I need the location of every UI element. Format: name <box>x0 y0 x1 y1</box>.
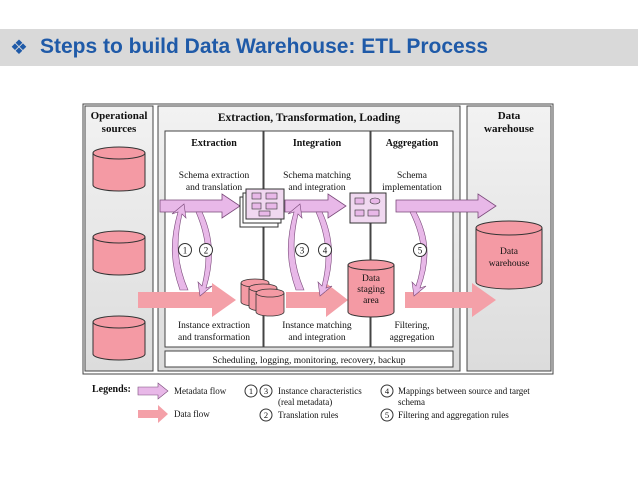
scheduling-bar-text: Scheduling, logging, monitoring, recover… <box>212 356 405 366</box>
svg-text:1: 1 <box>249 386 253 396</box>
aggregation-top-text-1: Schema <box>397 171 428 181</box>
integration-bottom-text-2: and integration <box>288 333 345 343</box>
data-staging-area-database <box>347 259 395 318</box>
data-flow-arrow-3 <box>405 283 496 317</box>
diagram-frame <box>82 103 554 375</box>
aggregation-bottom-text-1: Filtering, <box>394 321 429 331</box>
integration-title: Integration <box>293 138 342 149</box>
staging-area-label-2: staging <box>357 285 385 295</box>
source-database-3 <box>92 315 146 361</box>
svg-text:3: 3 <box>264 386 268 396</box>
extracted-data-files-icon <box>240 278 285 317</box>
svg-text:3: 3 <box>300 246 305 256</box>
extraction-top-text-1: Schema extraction <box>179 171 250 181</box>
circle-number-5: 5 <box>413 243 427 257</box>
staging-area-label-1: Data <box>362 274 381 284</box>
svg-text:5: 5 <box>385 410 389 420</box>
etl-panel-title: Extraction, Transformation, Loading <box>218 112 401 124</box>
slide-title: Steps to build Data Warehouse: ETL Proce… <box>40 35 489 58</box>
svg-text:2: 2 <box>204 246 209 256</box>
legend-instance-characteristics-1: Instance characteristics <box>278 386 362 396</box>
integrated-schema-icon <box>349 192 387 224</box>
data-warehouse-database <box>475 220 543 290</box>
staging-area-label-3: area <box>363 296 380 306</box>
extraction-title: Extraction <box>191 138 237 149</box>
legend-circle-5: 5 <box>380 408 394 422</box>
legend-mappings-1: Mappings between source and target <box>398 386 530 396</box>
data-flow-arrow-2 <box>286 283 348 317</box>
svg-text:1: 1 <box>183 246 188 256</box>
legend-translation-rules: Translation rules <box>278 410 339 420</box>
data-warehouse-header-1: Data <box>498 110 521 122</box>
aggregation-top-text-2: implementation <box>382 183 442 193</box>
four-diamond-bullet-icon: ❖ <box>10 35 28 59</box>
data-warehouse-db-label-2: warehouse <box>489 259 530 269</box>
legend-data-arrow <box>138 405 168 423</box>
legend-filtering-rules: Filtering and aggregation rules <box>398 410 509 420</box>
svg-text:4: 4 <box>385 386 390 396</box>
svg-text:2: 2 <box>264 410 268 420</box>
legend-metadata-flow: Metadata flow <box>174 386 227 396</box>
extraction-bottom-text-2: and transformation <box>178 332 250 343</box>
integration-bottom-text-1: Instance matching <box>282 321 352 331</box>
data-warehouse-header-2: warehouse <box>484 123 534 135</box>
svg-text:4: 4 <box>323 246 328 256</box>
legend-circle-3: 3 <box>259 384 273 398</box>
legend-circle-1: 1 <box>244 384 258 398</box>
legend-circle-4: 4 <box>380 384 394 398</box>
legend-circle-2: 2 <box>259 408 273 422</box>
circle-number-3: 3 <box>295 243 309 257</box>
extraction-top-text-2: and translation <box>186 183 242 193</box>
curved-arrow-aggregation <box>409 211 428 297</box>
legend-instance-characteristics-2: (real metadata) <box>278 397 332 407</box>
curved-arrows-extraction <box>171 203 213 297</box>
integration-top-text-1: Schema matching <box>283 171 351 181</box>
curved-arrows-integration <box>287 203 333 297</box>
circle-number-1: 1 <box>178 243 192 257</box>
aggregation-title: Aggregation <box>386 138 439 149</box>
data-flow-arrow-1 <box>138 283 236 317</box>
operational-sources-label-line1: Operational <box>91 110 148 122</box>
circle-number-4: 4 <box>318 243 332 257</box>
slide-title-bar: ❖ Steps to build Data Warehouse: ETL Pro… <box>0 29 638 66</box>
extraction-bottom-text-1: Instance extraction <box>178 321 250 331</box>
aggregation-bottom-text-2: aggregation <box>390 333 435 343</box>
source-database-2 <box>92 230 146 276</box>
svg-text:5: 5 <box>418 246 423 256</box>
legend-mappings-2: schema <box>398 397 425 407</box>
operational-sources-label-line2: sources <box>102 123 137 135</box>
legend-metadata-arrow <box>137 382 169 400</box>
integration-top-text-2: and integration <box>288 183 345 193</box>
legend-title: Legends: <box>92 384 131 395</box>
legend-data-flow: Data flow <box>174 409 210 419</box>
source-database-1 <box>92 146 146 192</box>
schema-documents-icon <box>239 188 285 228</box>
circle-number-2: 2 <box>199 243 213 257</box>
scheduling-bar <box>164 350 454 368</box>
data-warehouse-db-label-1: Data <box>500 247 519 257</box>
